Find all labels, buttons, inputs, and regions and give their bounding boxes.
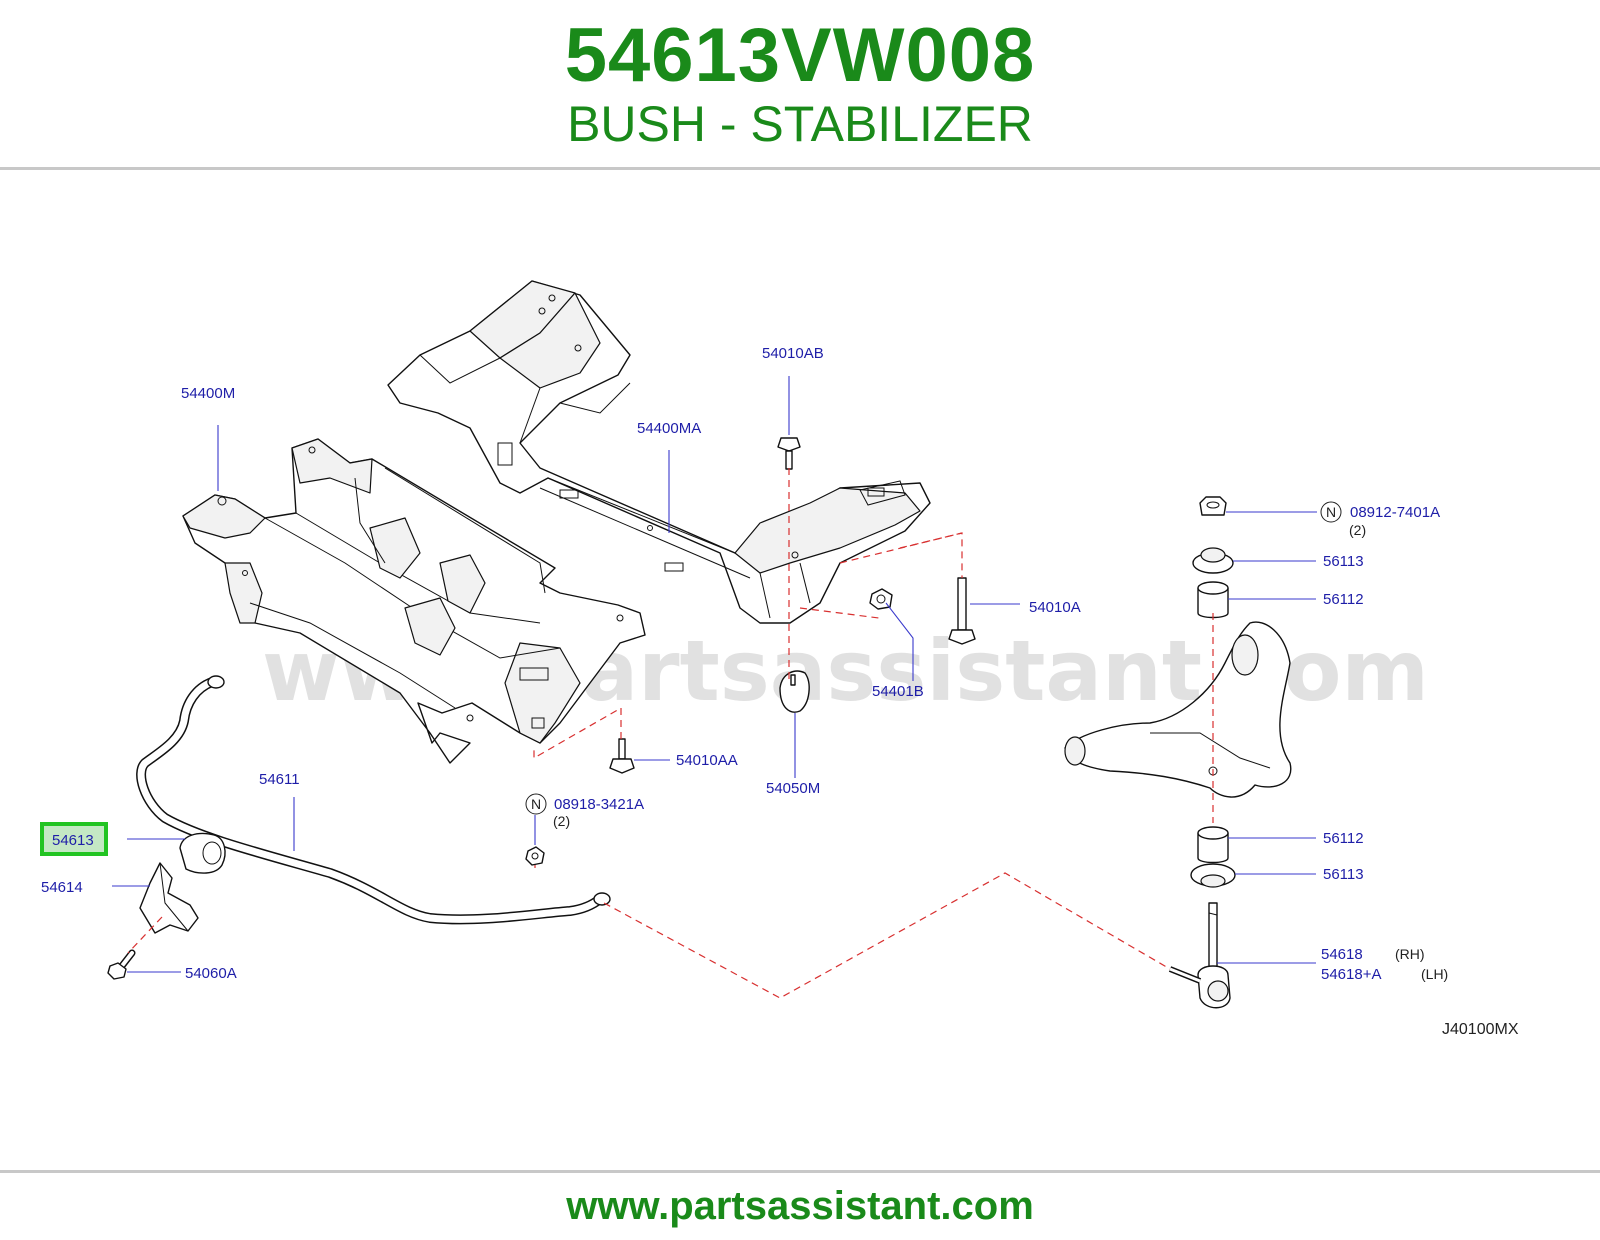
stabilizer-bracket-54614 [139,862,199,934]
footer-website-link[interactable]: www.partsassistant.com [566,1184,1034,1228]
side-rh: (RH) [1395,946,1425,962]
bumper-54050M [779,670,810,713]
n-marker-label: N [531,796,541,812]
part-name-subtitle: BUSH - STABILIZER [567,96,1033,152]
callout-54010A[interactable]: 54010A [1029,599,1081,616]
n-marker-08918: N [525,793,547,815]
nut-08918-3421A [525,846,545,866]
bushing-56112-lower [1197,826,1229,864]
part-number-title: 54613VW008 [564,13,1036,98]
callout-54618A[interactable]: 54618+A [1321,966,1381,983]
crossmember-main [182,438,646,764]
bolt-54010A [948,577,976,645]
alignment-lines [127,468,1214,999]
stabilizer-bush-54613[interactable] [179,832,226,874]
qty-08912: (2) [1349,522,1366,538]
lower-arm [1064,621,1292,798]
bolt-54060A [107,949,136,980]
callout-08912-7401A[interactable]: 08912-7401A [1350,504,1440,521]
callout-56112-upper[interactable]: 56112 [1323,591,1364,608]
parts-diagram: www.partsassistant.com [40,280,1519,1038]
callout-54618[interactable]: 54618 [1321,946,1363,963]
footer-divider [0,1170,1600,1173]
leader-lines [112,376,1317,973]
callout-54060A[interactable]: 54060A [185,965,237,982]
callout-56113-upper[interactable]: 56113 [1323,553,1364,570]
stabilizer-link-54618 [1168,902,1231,1009]
callout-54050M[interactable]: 54050M [766,780,820,797]
crossmember-upper [387,280,931,624]
bushing-56112-upper [1197,581,1229,619]
callout-54613-highlight[interactable]: 54613 [40,822,108,856]
callout-54400MA[interactable]: 54400MA [637,420,701,437]
callout-56112-lower[interactable]: 56112 [1323,830,1364,847]
n-marker-08912: N [1320,501,1342,523]
callout-54010AA[interactable]: 54010AA [676,752,738,769]
side-lh: (LH) [1421,966,1448,982]
callout-54400M[interactable]: 54400M [181,385,235,402]
header-divider [0,167,1600,170]
qty-08918: (2) [553,813,570,829]
callout-54401B[interactable]: 54401B [872,683,924,700]
callout-08918-3421A[interactable]: 08918-3421A [554,796,644,813]
callout-54010AB[interactable]: 54010AB [762,345,824,362]
bolt-54010AA [609,738,635,774]
stabilizer-bar [136,675,611,925]
callout-54613[interactable]: 54613 [52,832,94,849]
washer-56113-upper [1192,547,1234,574]
bolt-54010AB [777,437,801,470]
n-marker-label: N [1326,504,1336,520]
callout-54614[interactable]: 54614 [41,879,83,896]
diagram-code: J40100MX [1442,1021,1519,1038]
callout-54611[interactable]: 54611 [259,771,300,788]
washer-56113-lower [1190,863,1236,888]
callout-56113-lower[interactable]: 56113 [1323,866,1364,883]
mount-nut-08912 [1199,496,1227,516]
